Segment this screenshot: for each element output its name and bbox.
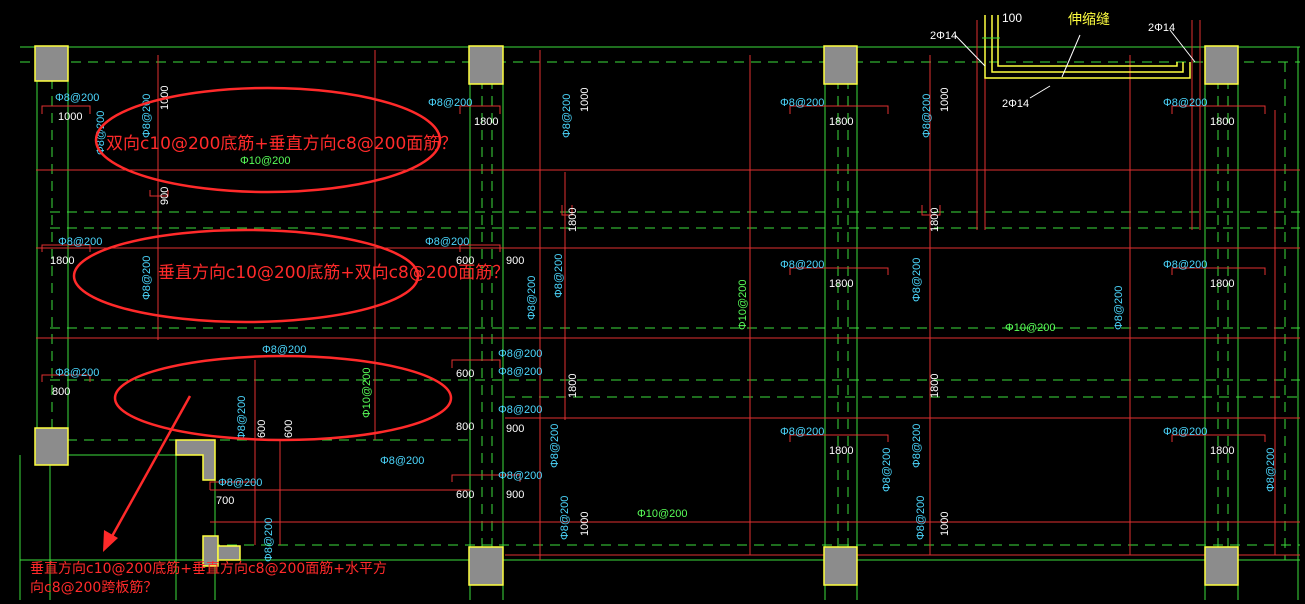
annotation-arrow [108, 395, 192, 541]
rebar-label: Φ8@200 [55, 92, 99, 104]
dimension-label: 900 [506, 423, 524, 435]
dimension-label: 1800 [474, 116, 498, 128]
rebar-label-vertical: Φ8@200 [881, 448, 893, 492]
dimension-label: 600 [456, 489, 474, 501]
rebar-label-vertical: Φ8@200 [141, 94, 153, 138]
column [823, 45, 858, 85]
columns [34, 45, 1239, 586]
column [1204, 45, 1239, 85]
annotation-ellipse-2 [72, 228, 420, 324]
rebar-label-vertical: Φ8@200 [911, 258, 923, 302]
rebar-label-vertical: Φ8@200 [549, 424, 561, 468]
column [34, 45, 69, 82]
dimension-label: 600 [456, 368, 474, 380]
dimension-label-vertical: 1000 [579, 88, 591, 112]
dimension-label: 1800 [829, 116, 853, 128]
rebar-label: Φ8@200 [218, 477, 262, 489]
rebar-label: Φ10@200 [1005, 322, 1056, 334]
rebar-label-vertical: Φ8@200 [263, 518, 275, 562]
expansion-joint [954, 15, 1196, 99]
rebar-label-vertical: Φ8@200 [561, 94, 573, 138]
dimension-label: 1800 [1210, 278, 1234, 290]
rebar-label: Φ8@200 [55, 367, 99, 379]
rebar-label: Φ10@200 [240, 155, 291, 167]
column [1204, 546, 1239, 586]
dimension-label: 900 [506, 255, 524, 267]
dimension-label: 800 [456, 421, 474, 433]
dimension-label: 1800 [50, 255, 74, 267]
rebar-label: Φ8@200 [498, 404, 542, 416]
column [217, 545, 241, 561]
dimension-label: 1800 [829, 278, 853, 290]
dimension-label-vertical: 1800 [929, 374, 941, 398]
column [468, 546, 504, 586]
dimension-label-vertical: 1800 [567, 374, 579, 398]
rebar-label: Φ8@200 [1163, 259, 1207, 271]
rebar-label-vertical: Φ8@200 [915, 496, 927, 540]
column [823, 546, 858, 586]
annotation-note-3-line1: 垂直方向c10@200底筋+垂直方向c8@200面筋+水平方 [30, 560, 387, 577]
rebar-label: Φ8@200 [780, 426, 824, 438]
rebar-label: Φ8@200 [1163, 97, 1207, 109]
rebar-label: Φ10@200 [637, 508, 688, 520]
rebar-label-vertical: Φ8@200 [95, 111, 107, 155]
dimension-label: 1800 [1210, 445, 1234, 457]
dimension-label: 1800 [1210, 116, 1234, 128]
structure-grid-dashed [20, 61, 1300, 560]
rebar-label-vertical: Φ8@200 [236, 396, 248, 440]
dimension-label: 900 [506, 489, 524, 501]
dimension-label-vertical: 1000 [579, 512, 591, 536]
column [34, 427, 69, 466]
rebar-label: Φ8@200 [262, 344, 306, 356]
rebar-label-vertical: Φ10@200 [361, 367, 373, 418]
dimension-label: 1800 [829, 445, 853, 457]
rebar-label-vertical: Φ8@200 [1265, 448, 1277, 492]
rebar-label: Φ8@200 [425, 236, 469, 248]
annotation-ellipse-1 [94, 86, 442, 194]
rebar-label: Φ8@200 [380, 455, 424, 467]
rebar-label: Φ8@200 [498, 470, 542, 482]
annotation-note-3-line2: 向c8@200跨板筋？ [30, 579, 157, 596]
joint-bar-right: 2Φ14 [1148, 22, 1175, 34]
annotation-note-1: 双向c10@200底筋+垂直方向c8@200面筋？ [106, 134, 457, 154]
rebar-label-vertical: Φ8@200 [559, 496, 571, 540]
rebar-label: Φ8@200 [58, 236, 102, 248]
dimension-label-vertical: 600 [283, 420, 295, 438]
rebar-label: Φ8@200 [780, 259, 824, 271]
rebar-label-vertical: Φ8@200 [526, 276, 538, 320]
rebar-label-vertical: Φ8@200 [141, 256, 153, 300]
dimension-label: 700 [216, 495, 234, 507]
dimension-label-vertical: 1800 [929, 208, 941, 232]
rebar-label: Φ8@200 [1163, 426, 1207, 438]
joint-label: 伸缩缝 [1068, 11, 1110, 27]
rebar-label: Φ8@200 [428, 97, 472, 109]
dimension-label-vertical: 1000 [939, 88, 951, 112]
joint-bar-bottom: 2Φ14 [1002, 98, 1029, 110]
rebar-label: Φ8@200 [498, 366, 542, 378]
dimension-label-vertical: 1000 [939, 512, 951, 536]
annotation-note-2: 垂直方向c10@200底筋+双向c8@200面筋？ [158, 263, 509, 283]
rebar-label-vertical: Φ8@200 [911, 424, 923, 468]
rebar-lines [36, 20, 1300, 560]
column [175, 439, 216, 481]
dimension-label-vertical: 900 [159, 187, 171, 205]
dimension-label-vertical: 600 [256, 420, 268, 438]
rebar-label-vertical: Φ8@200 [553, 254, 565, 298]
joint-dimension: 100 [1002, 11, 1022, 25]
annotation-ellipse-3 [113, 354, 453, 442]
rebar-label: Φ8@200 [498, 348, 542, 360]
dimension-label: 1000 [58, 111, 82, 123]
dimension-label: 600 [456, 255, 474, 267]
dimension-label: 800 [52, 386, 70, 398]
rebar-label-vertical: Φ8@200 [921, 94, 933, 138]
rebar-label-vertical: Φ10@200 [737, 279, 749, 330]
annotation-arrowhead [103, 530, 118, 552]
rebar-label-vertical: Φ8@200 [1113, 286, 1125, 330]
column [468, 45, 504, 85]
rebar-label: Φ8@200 [780, 97, 824, 109]
joint-bar-left: 2Φ14 [930, 30, 957, 42]
dimension-label-vertical: 1800 [567, 208, 579, 232]
